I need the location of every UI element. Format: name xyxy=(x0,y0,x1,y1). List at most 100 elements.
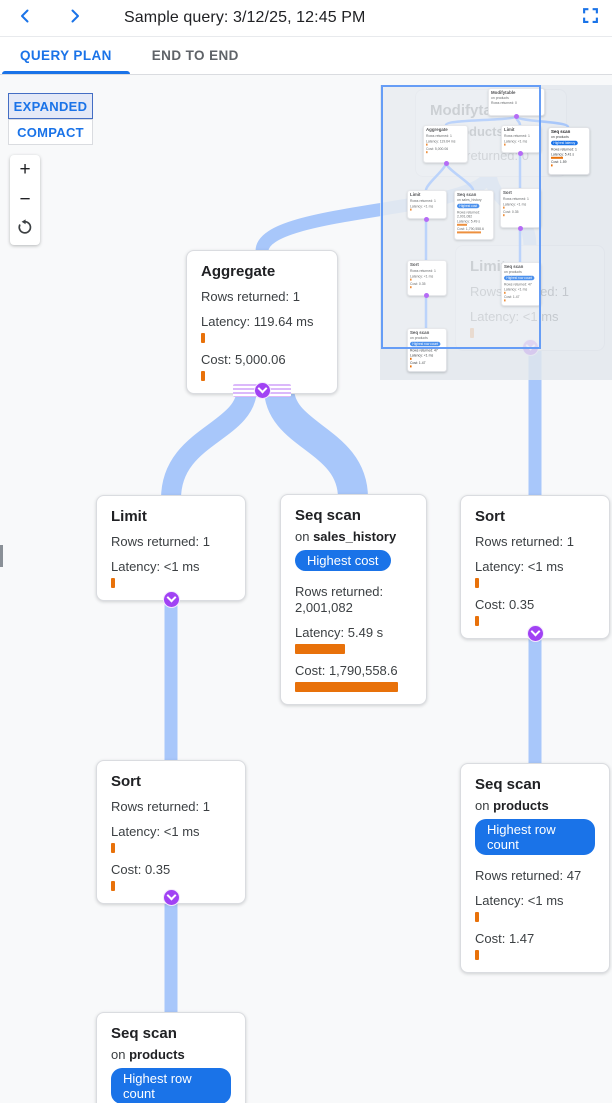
collapse-node-button[interactable] xyxy=(253,381,271,399)
mini-node-metric: Cost: 1.59 xyxy=(551,160,567,164)
mini-node-metric: Latency: 119.64 ms xyxy=(426,139,456,144)
tab-query-plan[interactable]: QUERY PLAN xyxy=(0,37,132,74)
minimap-collapse-dot xyxy=(423,292,429,298)
minimap[interactable]: Modifytable on products Rows returned: 0 Ag… xyxy=(380,85,612,380)
mini-metric-bar xyxy=(503,206,505,209)
node-metric: Latency: <1 ms xyxy=(475,893,564,908)
mini-metric-bar xyxy=(426,151,428,154)
mini-metric-bar xyxy=(504,291,506,294)
mini-node-metric: Latency: <1 ms xyxy=(504,287,528,292)
highlight-badge: Highest row count xyxy=(111,1068,231,1103)
mini-node-metric: Rows returned: 1 xyxy=(503,197,529,201)
node-metric: Latency: <1 ms xyxy=(111,559,200,574)
mini-node-title: Sort xyxy=(410,262,419,268)
mini-metric-bar xyxy=(410,365,412,368)
node-metric: Rows returned: 1 xyxy=(111,534,210,549)
minimap-collapse-dot xyxy=(513,113,519,119)
metric-bar xyxy=(475,912,479,922)
header: Sample query: 3/12/25, 12:45 PM xyxy=(0,0,612,36)
node-metric: Rows returned: 1 xyxy=(475,534,574,549)
mini-node-title: Modifytable xyxy=(491,90,516,96)
zoom-in-button[interactable]: + xyxy=(19,159,31,180)
minimap-collapse-dot xyxy=(443,160,449,166)
mini-node-table: on products xyxy=(410,335,428,340)
node-title: Aggregate xyxy=(201,263,276,280)
collapse-node-button[interactable] xyxy=(162,590,180,608)
mini-node-table: on products xyxy=(504,269,522,274)
mini-node-metric: Rows returned: 1 xyxy=(410,199,436,203)
view-toggle: EXPANDED COMPACT xyxy=(8,93,93,145)
mini-node-metric: Latency: <1 ms xyxy=(410,204,434,209)
metric-bar xyxy=(295,682,398,692)
mini-node-metric: Cost: 5,000.06 xyxy=(426,146,449,151)
metric-bar xyxy=(295,644,345,654)
compact-button[interactable]: COMPACT xyxy=(8,119,93,145)
zoom-out-button[interactable]: − xyxy=(19,189,31,210)
mini-node-metric: Rows returned: 1 xyxy=(410,269,436,273)
tab-end-to-end[interactable]: END TO END xyxy=(151,48,239,63)
mini-node-title: Aggregate xyxy=(426,127,448,133)
node-metric: Rows returned: 2,001,082 xyxy=(295,584,384,615)
left-scrollbar-thumb[interactable] xyxy=(0,545,3,567)
mini-metric-bar xyxy=(551,156,563,159)
mini-node-title: Seq scan xyxy=(410,330,430,336)
mini-node-metric: Rows returned: 47 xyxy=(504,282,532,287)
forward-button[interactable] xyxy=(58,3,92,33)
collapse-node-button[interactable] xyxy=(162,888,180,906)
mini-metric-bar xyxy=(503,214,505,217)
mini-metric-bar xyxy=(410,208,412,211)
node-title: Limit xyxy=(111,508,147,525)
mini-highlight-badge: Highest latency xyxy=(551,140,578,146)
collapse-node-button[interactable] xyxy=(526,624,544,642)
mini-node-metric: Cost: 1,790,558.6 xyxy=(457,227,484,231)
mini-node-metric: Rows returned: 2,001,082 xyxy=(457,210,481,219)
node-metric: Cost: 0.35 xyxy=(475,597,535,612)
minimap-collapse-dot xyxy=(517,150,523,156)
mini-node-metric: Rows returned: 1 xyxy=(426,134,452,138)
reset-view-button[interactable] xyxy=(10,215,40,245)
node-metric: Cost: 5,000.06 xyxy=(201,352,286,367)
mini-metric-bar xyxy=(504,143,506,146)
chevron-down-icon xyxy=(530,626,540,636)
mini-metric-bar xyxy=(504,299,506,302)
node-title: Seq scan xyxy=(111,1025,177,1042)
mini-metric-bar xyxy=(410,357,412,360)
mini-node-metric: Cost: 0.35 xyxy=(503,209,519,214)
node-metric: Rows returned: 1 xyxy=(111,799,210,814)
chevron-down-icon xyxy=(257,383,267,393)
node-metric: Cost: 1.47 xyxy=(475,931,535,946)
mini-node-metric: Rows returned: 0 xyxy=(491,101,517,105)
chevron-down-icon xyxy=(166,592,176,602)
tab-bar: QUERY PLAN END TO END xyxy=(0,36,612,75)
mini-node-metric: Latency: <1 ms xyxy=(410,274,434,279)
metric-bar xyxy=(111,578,115,588)
node-title: Sort xyxy=(111,773,141,790)
node-title: Sort xyxy=(475,508,505,525)
chevron-right-icon xyxy=(67,8,83,29)
mini-node-metric: Rows returned: 47 xyxy=(410,348,438,353)
back-button[interactable] xyxy=(8,3,42,33)
fullscreen-button[interactable] xyxy=(576,4,604,32)
query-plan-canvas[interactable]: Modifytable on products Rows returned: 0 Li… xyxy=(0,75,612,1103)
page-title: Sample query: 3/12/25, 12:45 PM xyxy=(124,9,366,26)
mini-node-metric: Latency: <1 ms xyxy=(410,353,434,358)
metric-bar xyxy=(111,843,115,853)
expanded-button[interactable]: EXPANDED xyxy=(8,93,93,119)
mini-metric-bar xyxy=(410,278,412,281)
mini-node-title: Limit xyxy=(504,127,515,133)
metric-bar xyxy=(201,333,205,343)
node-metric: Rows returned: 1 xyxy=(201,289,300,304)
node-metric: Cost: 0.35 xyxy=(111,862,171,877)
